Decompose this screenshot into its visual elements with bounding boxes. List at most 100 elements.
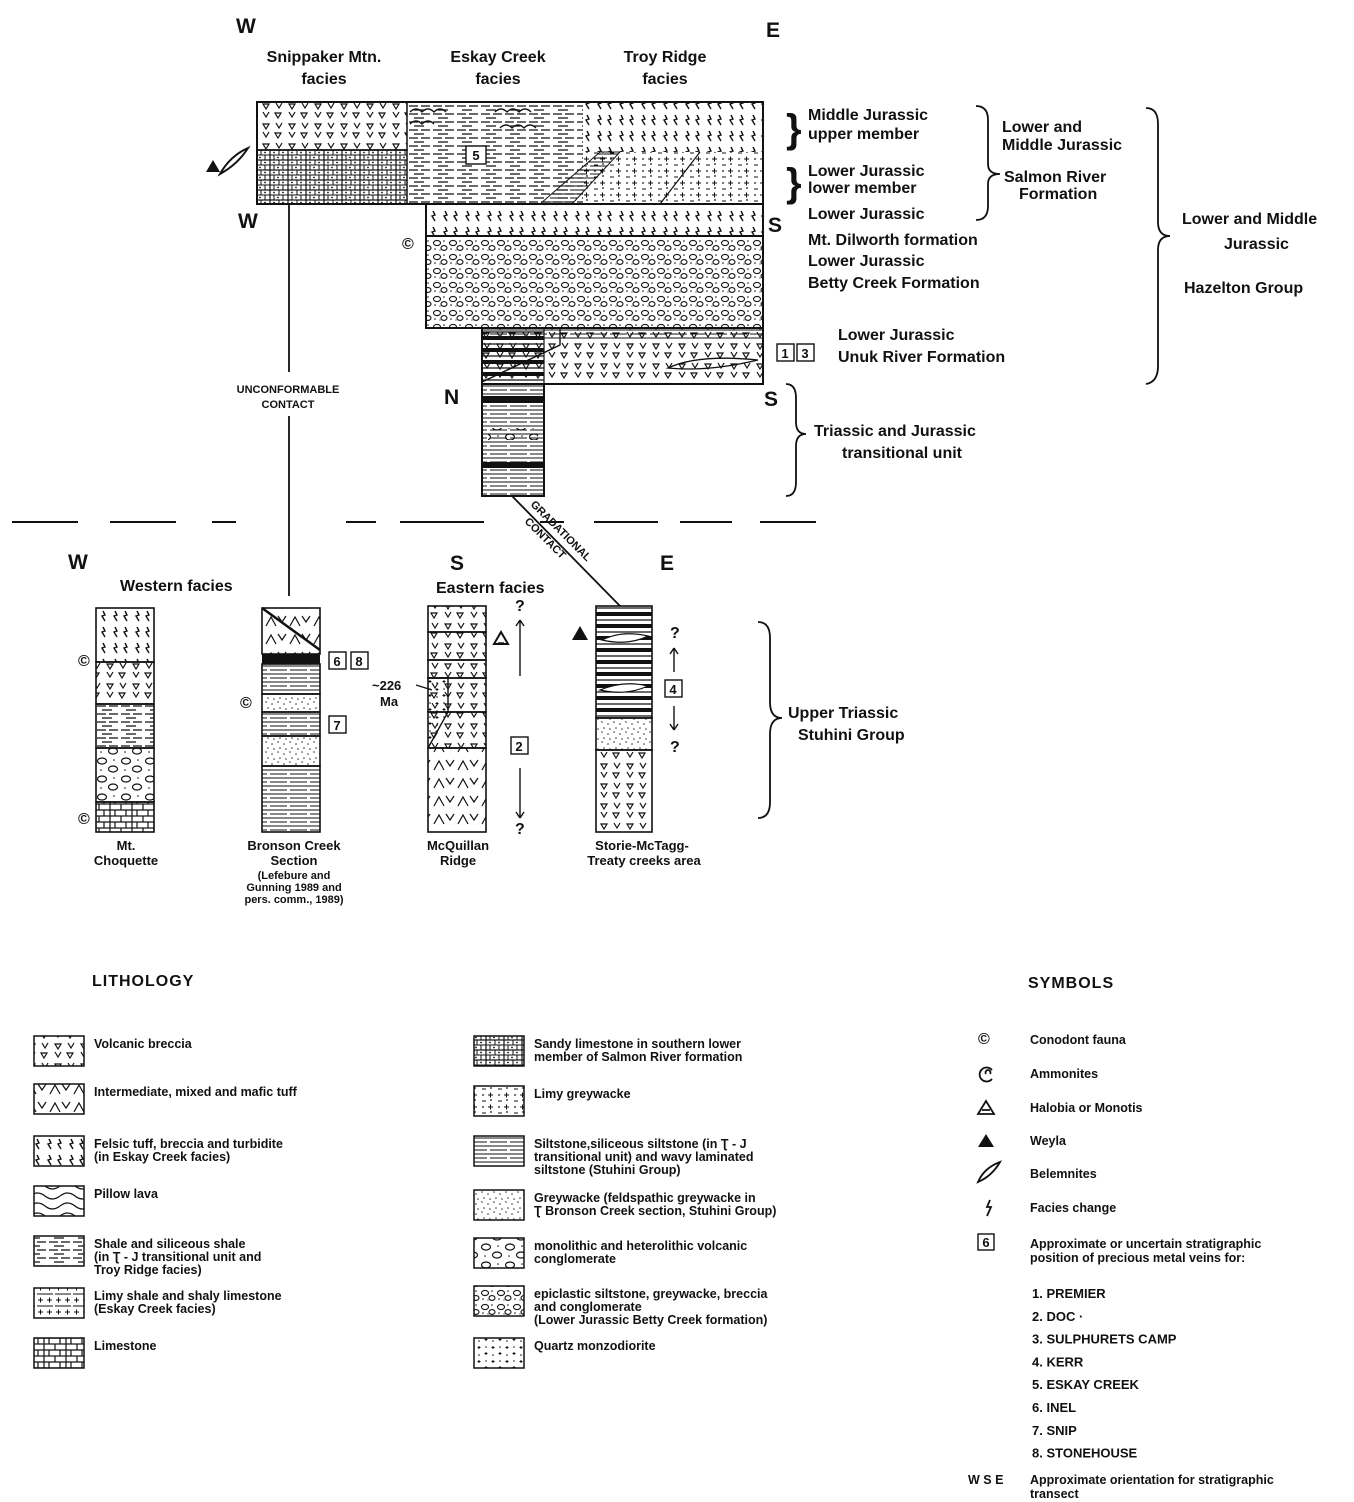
direction-n-low: N: [444, 386, 459, 409]
orientation-desc: Approximate orientation for stratigraphi…: [1030, 1473, 1274, 1487]
legend-label-volcanic-conglomerate: conglomerate: [534, 1252, 616, 1266]
unuk-label: Lower Jurassic: [838, 327, 955, 344]
legend-label-limy-shale: Limy shale and shaly limestone: [94, 1289, 282, 1303]
orientation-desc-2: transect: [1030, 1487, 1079, 1501]
legend-item-pillow-lava: Pillow lava: [34, 1186, 159, 1216]
vein-box-stonehouse: 8: [355, 654, 362, 669]
swatch-limy-shale: [34, 1288, 84, 1318]
symbol-conodont: © Conodont fauna: [978, 1031, 1127, 1048]
direction-w-top: W: [236, 15, 256, 38]
legend-item-volcanic-breccia: Volcanic breccia: [34, 1036, 193, 1066]
vein-item: 2. DOC ·: [1032, 1309, 1083, 1324]
legend-item-siltstone: Siltstone,siliceous siltstone (in Ʈ - Jt…: [474, 1136, 753, 1177]
swatch-shale: [34, 1236, 84, 1266]
legend-item-shale: Shale and siliceous shale(in Ʈ - J trans…: [34, 1236, 261, 1277]
unuk-label-2: Unuk River Formation: [838, 349, 1005, 366]
swatch-limestone: [34, 1338, 84, 1368]
symbol-label-conodont: Conodont fauna: [1030, 1033, 1127, 1047]
symbol-facies-change: Facies change: [987, 1200, 1116, 1216]
legend-label-limy-greywacke: Limy greywacke: [534, 1087, 631, 1101]
direction-e-top: E: [766, 19, 780, 42]
vein-item: 3. SULPHURETS CAMP: [1032, 1332, 1177, 1347]
vein-box-premier: 1: [781, 346, 788, 361]
svg-text:6: 6: [982, 1235, 989, 1250]
vein-item: 8. STONEHOUSE: [1032, 1446, 1138, 1461]
dilworth-label: Mt. Dilworth formation: [808, 232, 978, 249]
brace-hazelton: [1146, 108, 1170, 384]
legend-item-limy-greywacke: Limy greywacke: [474, 1086, 631, 1116]
symbol-label-vein-box: Approximate or uncertain stratigraphic: [1030, 1237, 1261, 1251]
direction-e-bottom: E: [660, 552, 674, 575]
symbol-label-facies-change: Facies change: [1030, 1201, 1116, 1215]
symbol-label-belemnite: Belemnites: [1030, 1167, 1097, 1181]
legend-label-limestone: Limestone: [94, 1339, 157, 1353]
question-mark: ?: [515, 821, 525, 838]
question-mark: ?: [670, 739, 680, 756]
conodont-icon: ©: [78, 653, 90, 670]
swatch-limy-greywacke: [474, 1086, 524, 1116]
halobia-icon: [206, 160, 220, 172]
lj-lower-label-2: lower member: [808, 180, 916, 197]
legend-label-sandy-limestone: Sandy limestone in southern lower: [534, 1037, 741, 1051]
legend-label-quartz-monzodiorite: Quartz monzodiorite: [534, 1339, 656, 1353]
lj-lower-label: Lower Jurassic: [808, 163, 925, 180]
direction-s-bottom: S: [450, 552, 464, 575]
vein-box-sulphurets: 3: [801, 346, 808, 361]
caption-bronson: Bronson Creek: [247, 838, 341, 853]
salmon-label: Salmon River: [1004, 169, 1106, 186]
legend-label-siltstone: siltstone (Stuhini Group): [534, 1163, 681, 1177]
legend-label-shale: (in Ʈ - J transitional unit and: [94, 1250, 261, 1264]
facies-header-snippaker: Snippaker Mtn.: [267, 49, 382, 66]
transitional-label: Triassic and Jurassic: [814, 423, 976, 440]
caption-bronson-3: (Lefebure and: [258, 870, 331, 882]
belemnite-icon: [220, 148, 248, 174]
legend-label-shale: Troy Ridge facies): [94, 1263, 202, 1277]
legend-label-epiclastic: epiclastic siltstone, greywacke, breccia: [534, 1287, 769, 1301]
symbol-label-halobia: Halobia or Monotis: [1030, 1101, 1143, 1115]
swatch-felsic-tuff: [34, 1136, 84, 1166]
hazelton-label: Lower and Middle: [1182, 211, 1317, 228]
brace-transitional: [786, 384, 806, 496]
column-mcquillan: ~226 Ma ? 2 ?: [372, 598, 528, 838]
lmj-label: Lower and: [1002, 119, 1082, 136]
vein-item: 5. ESKAY CREEK: [1032, 1377, 1140, 1392]
symbols-title: SYMBOLS: [1028, 975, 1114, 992]
vein-box-icon: 6: [978, 1234, 994, 1250]
vein-item: 1. PREMIER: [1032, 1286, 1106, 1301]
swatch-volcanic-conglomerate: [474, 1238, 524, 1268]
symbol-belemnite: Belemnites: [978, 1162, 1097, 1182]
facies-header-eskay-sub: facies: [475, 71, 520, 88]
lower-section: W S E Western facies Eastern facies © © …: [68, 551, 905, 906]
legend: LITHOLOGY SYMBOLS Volcanic brecciaInterm…: [34, 973, 1274, 1501]
transitional-label-2: transitional unit: [842, 445, 963, 462]
brace-2: }: [786, 161, 802, 205]
vein-box-eskay: 5: [472, 148, 479, 163]
caption-storie-2: Treaty creeks area: [587, 853, 701, 868]
symbol-ammonite: Ammonites: [980, 1067, 1098, 1082]
brace-1: }: [786, 107, 802, 151]
conodont-icon: ©: [402, 236, 414, 253]
legend-label-pillow-lava: Pillow lava: [94, 1187, 159, 1201]
symbol-halobia: Halobia or Monotis: [978, 1101, 1143, 1115]
direction-s-mid: S: [768, 214, 782, 237]
facies-header-eskay: Eskay Creek: [450, 49, 545, 66]
caption-bronson-5: pers. comm., 1989): [244, 894, 343, 906]
caption-bronson-4: Gunning 1989 and: [246, 882, 341, 894]
age-label-2: Ma: [380, 694, 399, 709]
betty-creek-unit: [426, 236, 763, 328]
weyla-icon: [978, 1134, 994, 1147]
halobia-icon: [494, 632, 508, 644]
symbol-weyla: Weyla: [978, 1134, 1067, 1148]
age-label: ~226: [372, 678, 401, 693]
direction-w-bottom: W: [68, 551, 88, 574]
hazelton-label-3: Hazelton Group: [1184, 280, 1303, 297]
swatch-quartz-monzodiorite: [474, 1338, 524, 1368]
conodont-icon: ©: [978, 1031, 990, 1048]
unconformable-label: UNCONFORMABLE: [237, 384, 340, 396]
lj-label: Lower Jurassic: [808, 206, 925, 223]
vein-box-kerr: 4: [669, 682, 677, 697]
conodont-icon: ©: [78, 811, 90, 828]
lithology-title: LITHOLOGY: [92, 973, 194, 990]
vein-box-doc: 2: [515, 739, 522, 754]
